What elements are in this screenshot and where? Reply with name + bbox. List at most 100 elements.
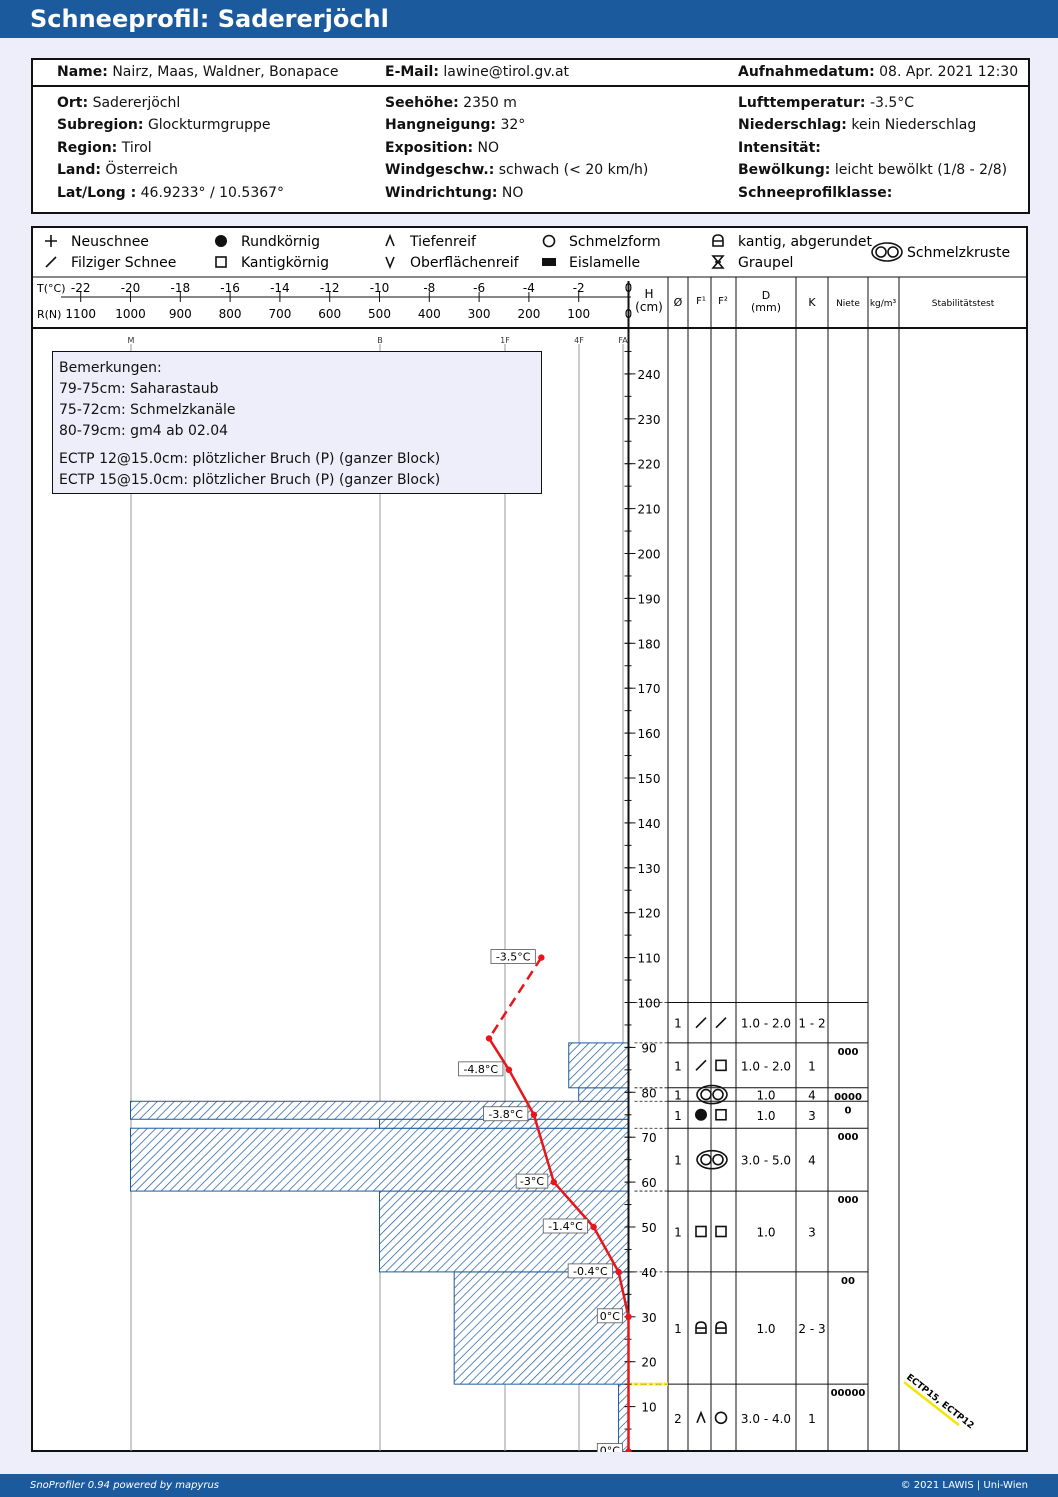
rounded-square-icon	[695, 1321, 707, 1334]
temperature-segment	[507, 1069, 535, 1116]
temperature-label: 0°C	[596, 1308, 623, 1324]
rounded-square-shape	[715, 1321, 727, 1334]
layer-hardness: 4	[808, 1154, 816, 1168]
temperature-label: -3.5°C	[490, 949, 536, 964]
r-tick-label: 200	[517, 307, 540, 321]
layer-hardness: 3	[808, 1225, 816, 1239]
layer-niete: 000	[838, 1132, 859, 1143]
rounded-square-icon	[715, 1321, 727, 1334]
plus-icon	[45, 235, 57, 247]
caret-up-icon	[385, 233, 395, 247]
h-tick-label: 150	[638, 772, 661, 786]
layer-grain-size: 1.0 - 2.0	[741, 1017, 791, 1031]
open-square-icon	[695, 1225, 707, 1238]
temperature-point	[538, 954, 545, 961]
h-tick-label: 140	[638, 817, 661, 831]
t-tick-label: -18	[170, 281, 190, 295]
filled-circle-icon	[215, 235, 227, 247]
temperature-label-box	[483, 1106, 529, 1122]
open-square-icon	[715, 1225, 727, 1238]
info-ort: Ort: Sadererjöchl	[57, 95, 181, 111]
temperature-point	[615, 1268, 622, 1276]
layer-count: 1	[674, 1059, 682, 1073]
info-windrichtung: Windrichtung: NO	[385, 185, 524, 201]
temperature-label-text: -3.8°C	[488, 1108, 523, 1121]
h-tick-label: 40	[641, 1266, 656, 1280]
info-seehoehe: Seehöhe: 2350 m	[385, 95, 517, 111]
hardness-tick-label: 1F	[500, 336, 510, 345]
layer-grain-size: 1.0	[756, 1089, 775, 1103]
t-tick-label: -2	[573, 281, 585, 295]
hardness-bar	[568, 1042, 629, 1089]
layer-hardness: 1	[808, 1412, 816, 1426]
rounded-square-shape	[695, 1321, 707, 1334]
table-header-label: K	[808, 296, 816, 309]
t-tick-label: -12	[320, 281, 340, 295]
r-axis-label: R(N)	[37, 308, 61, 321]
double-circle-icon	[696, 1084, 728, 1105]
h-tick-label: 170	[638, 682, 661, 696]
r-tick-label: 100	[567, 307, 590, 321]
temperature-label-text: 0°C	[600, 1445, 620, 1453]
h-tick-label: 90	[641, 1041, 656, 1055]
table-header-label: F¹	[696, 296, 706, 307]
bar-icon	[542, 258, 556, 266]
hardness-tick-label: 4F	[574, 336, 584, 345]
stability-test-line: ECTP 15@15.0cm: plötzlicher Bruch (P) (g…	[59, 472, 441, 488]
table-header-label: Stabilitätstest	[932, 299, 995, 309]
temperature-label: -0.4°C	[567, 1263, 613, 1279]
t-tick-label: -16	[220, 281, 240, 295]
h-tick-label: 220	[638, 458, 661, 472]
email-field: E-Mail: lawine@tirol.gv.at	[385, 64, 570, 80]
open-square-icon	[715, 1059, 727, 1072]
stability-test-line: ECTP 12@15.0cm: plötzlicher Bruch (P) (g…	[59, 451, 441, 467]
legend-label: Kantigkörnig	[241, 255, 329, 271]
t-tick-label: -14	[270, 281, 290, 295]
hardness-bar	[453, 1271, 630, 1385]
double-circle-outer	[871, 242, 903, 262]
caret-up-icon	[696, 1410, 706, 1424]
info-region: Region: Tirol	[57, 140, 152, 156]
open-circle-icon	[542, 234, 556, 248]
rounded-square-shape	[712, 234, 724, 247]
h-tick-label: 80	[641, 1086, 656, 1100]
stability-underline	[903, 1381, 960, 1427]
layer-niete: 00000	[831, 1388, 866, 1399]
layer-grain-size: 3.0 - 5.0	[741, 1154, 791, 1168]
h-tick-label: 190	[638, 592, 661, 606]
t-tick-label: -10	[370, 281, 390, 295]
hardness-bar	[379, 1190, 629, 1273]
hardness-bar	[130, 1100, 629, 1120]
layer-hardness: 1 - 2	[798, 1017, 825, 1031]
remarks-box: Bemerkungen: 79-75cm: Saharastaub 75-72c…	[52, 351, 542, 494]
layer-count: 1	[674, 1109, 682, 1123]
r-tick-label: 1100	[65, 307, 96, 321]
slash-icon	[695, 1059, 707, 1071]
layer-hardness: 2 - 3	[798, 1322, 825, 1336]
date-field: Aufnahmedatum: 08. Apr. 2021 12:30	[738, 64, 1019, 80]
t-axis-label: T(°C)	[36, 282, 65, 295]
layer-niete: 0000	[834, 1092, 862, 1103]
layer-hardness: 3	[808, 1109, 816, 1123]
r-tick-label: 700	[268, 307, 291, 321]
h-tick-label: 30	[641, 1311, 656, 1325]
table-header-label: (mm)	[751, 301, 781, 314]
h-tick-label: 20	[641, 1356, 656, 1370]
info-subregion: Subregion: Glockturmgruppe	[57, 117, 271, 133]
remarks-title: Bemerkungen:	[59, 360, 162, 376]
temperature-segment	[488, 956, 543, 1040]
info-windgeschw: Windgeschw.: schwach (< 20 km/h)	[385, 162, 649, 178]
r-tick-label: 300	[468, 307, 491, 321]
temperature-point	[550, 1178, 557, 1186]
layer-grain-size: 1.0	[756, 1322, 775, 1336]
legend-label: Tiefenreif	[409, 234, 477, 250]
double-circle-right	[712, 1088, 724, 1101]
slash-icon	[695, 1017, 707, 1029]
temperature-label-box	[567, 1263, 613, 1279]
double-circle-right	[712, 1153, 724, 1166]
h-tick-label: 60	[641, 1176, 656, 1190]
h-tick-label: 200	[638, 548, 661, 562]
remark-line: 80-79cm: gm4 ab 02.04	[59, 423, 229, 439]
layer-niete: 000	[838, 1047, 859, 1058]
